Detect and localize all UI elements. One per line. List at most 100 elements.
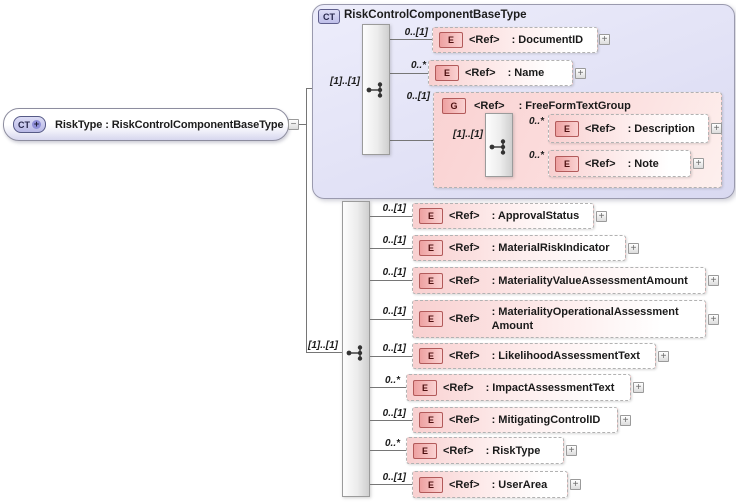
element-name: : Name (507, 67, 545, 79)
element-materialityoperationalassessmentamount[interactable]: E <Ref> : MaterialityOperationalAssessme… (412, 300, 706, 338)
element-kind-badge: E (419, 311, 443, 327)
element-materialriskindicator[interactable]: E <Ref> : MaterialRiskIndicator (412, 235, 626, 261)
expand-button[interactable]: + (596, 211, 607, 222)
ref-label: <Ref> (449, 313, 480, 325)
expand-button[interactable]: + (708, 275, 719, 286)
element-note[interactable]: E <Ref> : Note (548, 150, 691, 177)
cardinality-label: 0..* (384, 438, 400, 449)
expand-button[interactable]: + (633, 382, 644, 393)
ref-label: <Ref> (449, 274, 480, 287)
element-kind-badge: E (419, 412, 443, 428)
element-kind-badge: E (555, 120, 579, 137)
element-mitigatingcontrolid[interactable]: E <Ref> : MitigatingControlID (412, 407, 618, 433)
ref-label: <Ref> (443, 381, 474, 394)
connector-line (370, 319, 412, 320)
element-kind-badge: E (413, 379, 437, 396)
element-kind-badge: E (435, 65, 459, 81)
ref-label: <Ref> (443, 444, 474, 457)
connector-line (370, 248, 412, 249)
sequence-indicator[interactable] (342, 201, 370, 497)
cardinality-label: 0..[1] (404, 27, 428, 38)
expand-button[interactable]: + (711, 123, 722, 134)
ref-label: <Ref> (474, 100, 505, 112)
connector-line (370, 356, 412, 357)
connector-line (370, 420, 412, 421)
connector-line (306, 352, 342, 353)
expand-button[interactable]: + (658, 351, 669, 362)
cardinality-label: [1]..[1] (330, 76, 360, 87)
connector-line (306, 88, 307, 353)
cardinality-label: 0..[1] (382, 472, 406, 483)
cardinality-label: 0..* (528, 150, 544, 161)
element-name: : MitigatingControlID (491, 414, 601, 426)
expand-button[interactable]: + (575, 68, 586, 79)
element-name: : LikelihoodAssessmentText (491, 350, 640, 362)
element-name-node[interactable]: E <Ref> : Name (428, 60, 573, 86)
element-description[interactable]: E <Ref> : Description (548, 114, 709, 143)
element-approvalstatus[interactable]: E <Ref> : ApprovalStatus (412, 203, 594, 229)
ref-label: <Ref> (465, 67, 496, 79)
complextype-title: RiskControlComponentBaseType (344, 9, 527, 21)
expand-button[interactable]: + (620, 415, 631, 426)
ref-label: <Ref> (585, 157, 616, 170)
cardinality-label: 0..* (384, 375, 400, 386)
element-name: : UserArea (491, 478, 548, 491)
collapse-button[interactable]: − (288, 119, 299, 130)
element-kind-badge: E (419, 476, 443, 493)
sequence-icon (489, 139, 506, 155)
connector-line (370, 280, 412, 281)
group-header: G <Ref> : FreeFormTextGroup (442, 98, 631, 114)
cardinality-label: 0..[1] (406, 91, 430, 102)
connector-line (370, 387, 406, 388)
sequence-indicator[interactable] (485, 113, 513, 177)
element-materialityvalueassessmentamount[interactable]: E <Ref> : MaterialityValueAssessmentAmou… (412, 267, 706, 294)
element-kind-badge: E (555, 155, 579, 172)
ref-label: <Ref> (449, 478, 480, 491)
expand-button[interactable]: + (599, 34, 610, 45)
element-documentid[interactable]: E <Ref> : DocumentID (432, 27, 598, 53)
expand-button[interactable]: + (570, 479, 581, 490)
expand-button[interactable]: + (628, 243, 639, 254)
element-name: : MaterialRiskIndicator (491, 242, 610, 254)
ct-badge: CT (318, 9, 340, 24)
expand-button[interactable]: + (693, 158, 704, 169)
element-name: : Note (627, 157, 659, 170)
expand-button[interactable]: + (566, 445, 577, 456)
ct-plus-badge: CT + (13, 116, 46, 133)
ref-label: <Ref> (449, 350, 480, 362)
cardinality-label: 0..[1] (382, 203, 406, 214)
cardinality-label: 0..[1] (382, 306, 406, 317)
element-name: : Description (627, 122, 695, 135)
connector-line (390, 39, 432, 40)
root-element-label: RiskType : RiskControlComponentBaseType (55, 118, 284, 131)
sequence-icon (366, 82, 383, 98)
cardinality-label: 0..* (410, 60, 426, 71)
connector-line (390, 73, 428, 74)
connector-line (370, 450, 406, 451)
cardinality-label: 0..[1] (382, 343, 406, 354)
ref-label: <Ref> (449, 242, 480, 254)
ref-label: <Ref> (449, 414, 480, 426)
connector-line (370, 216, 412, 217)
element-name: : RiskType (485, 444, 541, 457)
element-kind-badge: E (413, 442, 437, 459)
sequence-icon (346, 345, 363, 361)
ref-label: <Ref> (585, 122, 616, 135)
element-risktype[interactable]: E <Ref> : RiskType (406, 437, 564, 464)
element-kind-badge: E (419, 208, 443, 224)
connector-line (370, 484, 412, 485)
element-kind-badge: E (439, 32, 463, 48)
element-kind-badge: E (419, 348, 443, 364)
cardinality-label: 0..[1] (382, 235, 406, 246)
cardinality-label: 0..* (528, 116, 544, 127)
element-impactassessmenttext[interactable]: E <Ref> : ImpactAssessmentText (406, 374, 631, 401)
expand-button[interactable]: + (708, 314, 719, 325)
element-name: : MaterialityValueAssessmentAmount (491, 274, 688, 287)
connector-line (299, 124, 307, 125)
cardinality-label: [1]..[1] (308, 340, 338, 351)
root-element-risktype[interactable]: CT + RiskType : RiskControlComponentBase… (3, 108, 289, 141)
element-likelihoodassessmenttext[interactable]: E <Ref> : LikelihoodAssessmentText (412, 343, 656, 369)
element-userarea[interactable]: E <Ref> : UserArea (412, 471, 568, 498)
cardinality-label: 0..[1] (382, 408, 406, 419)
